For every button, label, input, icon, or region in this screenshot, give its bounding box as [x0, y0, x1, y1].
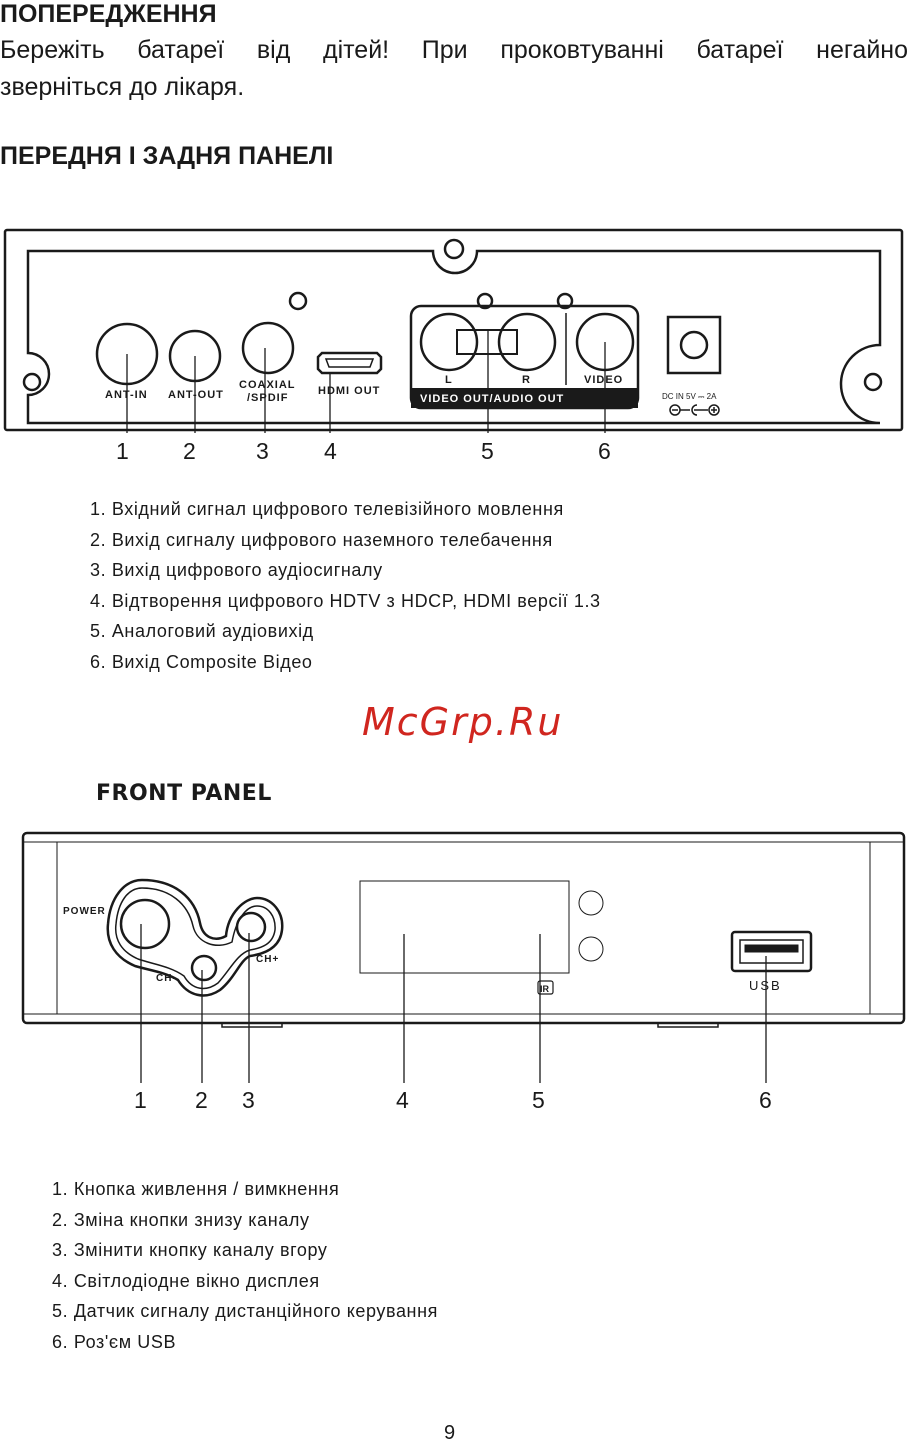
list-item: 2. Зміна кнопки знизу каналу — [52, 1209, 310, 1230]
r-label: R — [522, 374, 531, 386]
front-panel-diagram: POWER CH- CH+ IR USB — [21, 831, 906, 1083]
rear-number-6: 6 — [598, 438, 611, 464]
dc-in-jack-icon — [666, 315, 722, 375]
ch-plus-button-icon — [235, 911, 267, 943]
list-item: 5. Аналоговий аудіовихід — [90, 621, 314, 641]
list-item: 4. Світлодіодне вікно дисплея — [52, 1270, 320, 1291]
list-item: 3. Вихід цифрового аудіосигналу — [90, 560, 383, 580]
list-item: 4. Відтворення цифрового HDTV з HDCP, HD… — [90, 590, 601, 611]
list-item: 1. Вхідний сигнал цифрового телевізійног… — [90, 499, 564, 519]
rear-panel-diagram: ANT-IN ANT-OUT COAXIAL /SPDIF HDMI OUT L… — [3, 228, 904, 433]
front-panel-body — [21, 831, 906, 1025]
ir-label: IR — [540, 984, 550, 994]
screw-icon — [443, 238, 465, 260]
button-cluster-outline — [106, 878, 284, 997]
front-number-4: 4 — [396, 1087, 409, 1113]
list-item: 3. Змінити кнопку каналу вгору — [52, 1240, 328, 1260]
coaxial-label: COAXIAL — [239, 379, 296, 391]
display-window — [359, 880, 570, 974]
ch-minus-label: CH- — [156, 973, 177, 984]
ir-sensor-icon — [537, 980, 554, 995]
front-panel-list: 1. Кнопка живлення / вимкнення 2. Зміна … — [52, 1174, 438, 1357]
front-number-2: 2 — [195, 1087, 208, 1113]
audio-l-connector-icon — [419, 312, 479, 372]
warning-line-1: Бережіть батареї від дітей! При проковту… — [0, 36, 908, 64]
front-number-3: 3 — [242, 1087, 255, 1113]
av-bar-label: VIDEO OUT/AUDIO OUT — [420, 393, 564, 405]
screw-icon — [476, 292, 494, 310]
screw-icon — [556, 292, 574, 310]
video-label: VIDEO — [584, 374, 623, 386]
warning-text: Бережіть батареї від дітей! При проковту… — [0, 32, 908, 106]
spdif-label: /SPDIF — [247, 392, 288, 404]
rear-panel-list: 1. Вхідний сигнал цифрового телевізійног… — [90, 494, 601, 677]
ant-in-label: ANT-IN — [105, 389, 148, 401]
page-number: 9 — [444, 1422, 456, 1444]
screw-icon — [288, 291, 308, 311]
dc-in-label: DC IN 5V ⎓ 2A — [662, 392, 717, 401]
warning-title: ПОПЕРЕДЖЕННЯ — [0, 0, 217, 28]
hdmi-label: HDMI OUT — [318, 385, 380, 397]
usb-port-icon — [730, 930, 813, 973]
screw-icon — [22, 372, 42, 392]
front-number-1: 1 — [134, 1087, 147, 1113]
coaxial-connector-icon — [241, 321, 295, 375]
watermark-link[interactable]: McGrp.Ru — [362, 700, 564, 744]
ant-out-label: ANT-OUT — [168, 389, 224, 401]
led-indicator-icon — [578, 936, 604, 962]
rear-panel-plate — [26, 249, 882, 425]
front-number-6: 6 — [759, 1087, 772, 1113]
rear-panel-frame — [3, 228, 904, 432]
audio-r-connector-icon — [497, 312, 557, 372]
list-item: 6. Роз'єм USB — [52, 1331, 177, 1352]
av-label-bar — [411, 388, 638, 408]
list-item: 2. Вихід сигналу цифрового наземного тел… — [90, 529, 553, 550]
front-number-5: 5 — [532, 1087, 545, 1113]
list-item: 5. Датчик сигналу дистанційного керуванн… — [52, 1301, 438, 1321]
rear-number-4: 4 — [324, 438, 337, 464]
power-button-icon — [119, 898, 171, 950]
usb-label: USB — [749, 978, 782, 993]
front-panel-title: FRONT PANEL — [96, 781, 272, 806]
rear-number-2: 2 — [183, 438, 196, 464]
list-item: 1. Кнопка живлення / вимкнення — [52, 1179, 340, 1199]
rear-number-1: 1 — [116, 438, 129, 464]
ch-minus-button-icon — [190, 954, 218, 982]
rear-number-5: 5 — [481, 438, 494, 464]
led-indicator-icon — [578, 890, 604, 916]
list-item: 6. Вихід Composite Відео — [90, 651, 313, 672]
screw-icon — [863, 372, 883, 392]
power-label: POWER — [63, 906, 106, 917]
warning-line-2: зверніться до лікаря. — [0, 73, 245, 101]
hdmi-port-icon — [316, 351, 383, 375]
ch-plus-label: CH+ — [256, 954, 279, 965]
rear-number-3: 3 — [256, 438, 269, 464]
panels-title: ПЕРЕДНЯ І ЗАДНЯ ПАНЕЛІ — [0, 142, 334, 170]
l-label: L — [445, 374, 453, 386]
